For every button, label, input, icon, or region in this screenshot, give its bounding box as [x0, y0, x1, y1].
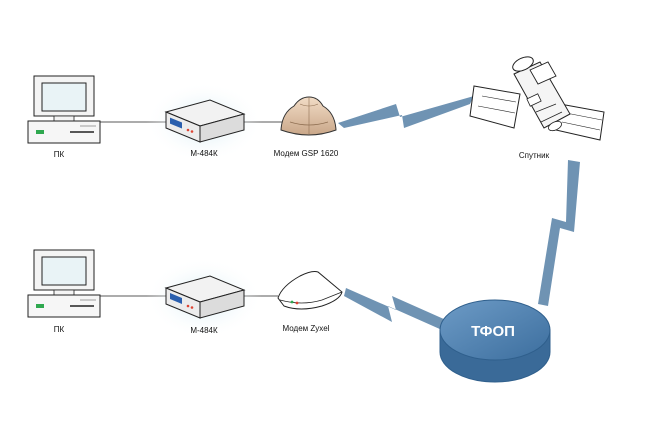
pc-bottom-label: ПК: [54, 325, 65, 334]
zyxel-modem-icon: [277, 271, 343, 310]
pc-bottom-icon: [27, 249, 101, 318]
link-bolt-zyxel-pstn: [344, 288, 446, 330]
pc-top-label: ПК: [54, 150, 65, 159]
pstn-cylinder-icon: [439, 299, 551, 383]
gsp-modem-icon: [280, 96, 337, 136]
gsp-modem-label: Модем GSP 1620: [274, 149, 339, 158]
mux-bottom-label: М-484К: [190, 326, 218, 335]
mux-top-label: М-484К: [190, 149, 218, 158]
satellite-label: Спутник: [519, 151, 550, 160]
satellite-icon: [469, 56, 605, 141]
zyxel-modem-label: Модем Zyxel: [283, 324, 330, 333]
link-bolt-modem-satellite: [338, 96, 474, 128]
link-bolt-satellite-pstn: [538, 160, 580, 306]
pstn-label: ТФОП: [471, 323, 515, 340]
mux-bottom-icon: [164, 275, 246, 319]
pc-top-icon: [27, 75, 101, 144]
mux-top-icon: [164, 99, 246, 143]
